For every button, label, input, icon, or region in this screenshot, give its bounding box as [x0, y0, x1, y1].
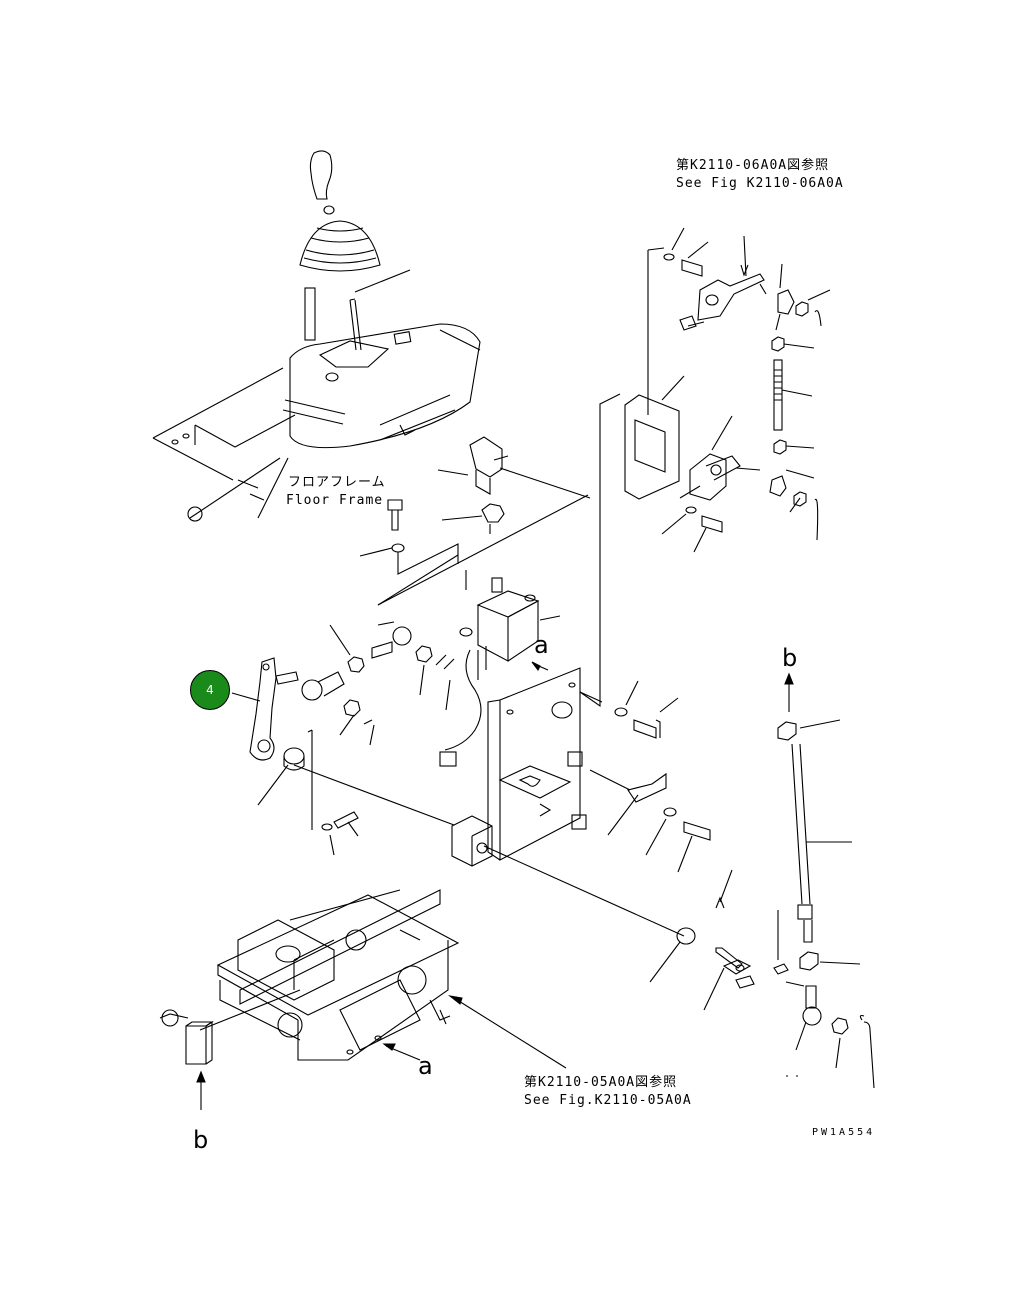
bolt-mid [693, 515, 723, 553]
nut-lower-right [831, 1017, 849, 1069]
floor-frame-label-jp: フロアフレーム [288, 475, 386, 490]
bolt-top [681, 241, 709, 277]
link-lever [231, 657, 299, 761]
small-nut-2 [415, 645, 433, 696]
connector-a-bottom: a [418, 1052, 433, 1080]
hex-nut-mid [771, 336, 815, 352]
bushing-lower [649, 927, 696, 983]
washer-right-2 [645, 807, 677, 856]
arrow-b-up [784, 672, 794, 712]
small-nut-1 [329, 624, 365, 673]
washer-mid [661, 506, 697, 535]
right-plate [624, 247, 685, 500]
connector-a-plate: a [534, 631, 549, 659]
bolt-right-2 [677, 821, 711, 873]
hex-nut-b-top [777, 719, 841, 741]
reference-bottom-en: See Fig.K2110-05A0A [524, 1093, 692, 1108]
axis-line-2 [483, 845, 685, 937]
arrow-fig05 [448, 995, 567, 1069]
lower-bell-crank [703, 869, 755, 1011]
reference-bottom-jp: 第K2110-05A0A図参照 [524, 1075, 678, 1090]
drawing-code: PW1A554 [812, 1127, 876, 1138]
washer-right [614, 680, 639, 717]
small-nut-3 [339, 699, 361, 736]
grease-fitting [773, 910, 789, 975]
console-cover [282, 323, 481, 449]
arrow-b-bottom [196, 1070, 206, 1110]
arrow-a-bottom [382, 1043, 421, 1061]
solenoid-switch [439, 570, 561, 767]
bell-crank-top [679, 235, 767, 331]
bolt-washer-left [321, 811, 359, 856]
floor-frame [152, 269, 411, 522]
cotter-pin-2 [435, 654, 455, 670]
nut-top [795, 289, 831, 317]
hex-nut-upper [441, 503, 505, 534]
cotter-top [814, 310, 822, 327]
small-block-2 [571, 814, 587, 830]
base-box [216, 889, 460, 1061]
lever-rod [304, 287, 362, 351]
axis-line-1 [293, 764, 455, 826]
clevis-mid [769, 469, 815, 497]
rod-end-lower [785, 981, 822, 1051]
hex-nut-mid-2 [773, 439, 815, 455]
connector-b-bottom: b [193, 1126, 209, 1154]
block-bracket [451, 815, 493, 867]
washer-top [663, 227, 685, 261]
clevis-top [775, 263, 795, 331]
part-marker-number: 4 [206, 683, 214, 697]
bolt-upper [387, 499, 403, 531]
reference-top-jp: 第K2110-06A0A図参照 [676, 158, 830, 173]
cotter-lower [863, 1021, 875, 1089]
rubber-boot [299, 220, 381, 272]
leader-lines [397, 543, 459, 575]
washer-upper [359, 543, 405, 557]
spacer-bushing [257, 747, 305, 806]
threaded-rod-top [773, 359, 813, 431]
long-rod [791, 743, 852, 943]
part-marker-4[interactable]: 4 [190, 670, 230, 710]
cotter-mid [814, 498, 819, 541]
bolt-right [633, 697, 679, 739]
lower-clevis [159, 989, 301, 1065]
small-block-1 [567, 751, 583, 767]
angle-bracket [589, 769, 667, 836]
floor-frame-label-en: Floor Frame [286, 493, 384, 508]
mounting-plate [487, 667, 581, 861]
rod-end-1 [371, 621, 412, 659]
cable-bracket [437, 436, 591, 499]
pin-collar [301, 671, 345, 701]
connector-b-right: b [782, 644, 798, 672]
bell-crank-mid [679, 415, 761, 501]
hex-nut-b-bottom [799, 951, 861, 971]
reference-top-en: See Fig K2110-06A0A [676, 176, 844, 191]
nut-mid-3 [789, 491, 807, 513]
lever-knob [309, 150, 335, 215]
arrow-a-plate [531, 661, 549, 672]
cotter-pin-1 [363, 719, 373, 725]
